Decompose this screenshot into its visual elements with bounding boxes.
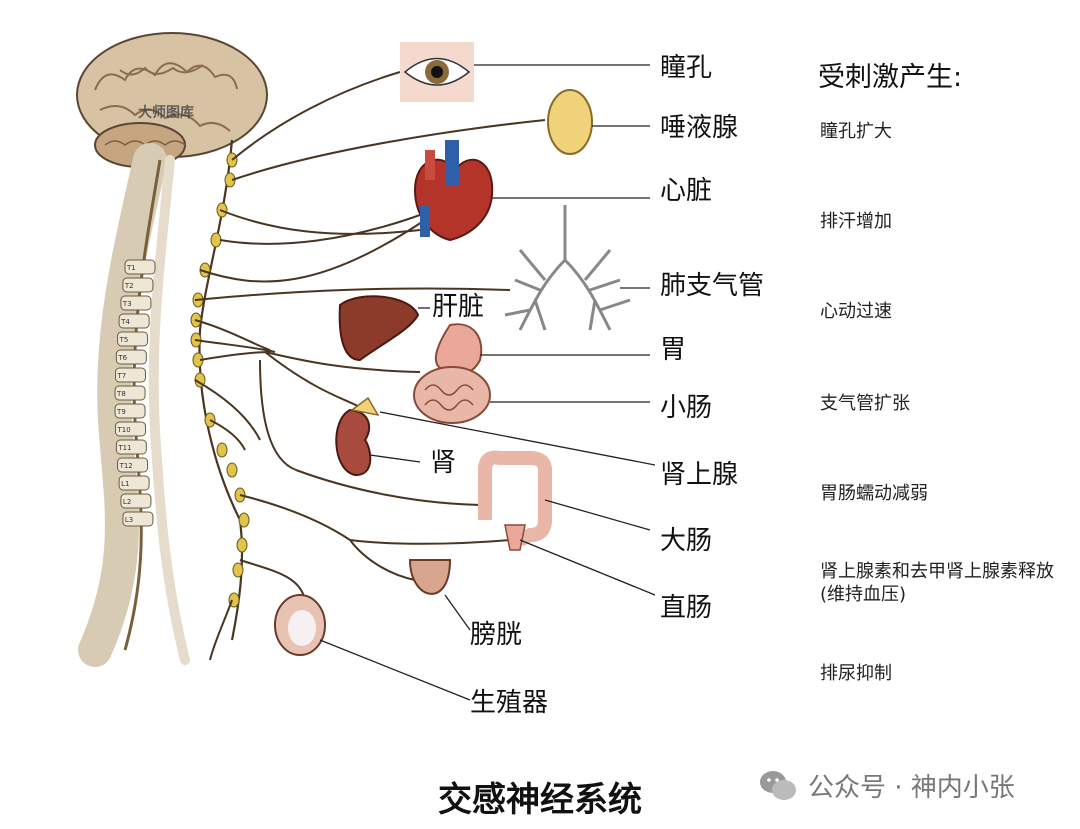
vertebra-label: T8 xyxy=(116,390,126,398)
eye-illustration xyxy=(400,42,474,102)
label-liver: 肝脏 xyxy=(432,292,485,322)
label-small-intestine: 小肠 xyxy=(660,393,713,423)
diagram-title: 交感神经系统 xyxy=(438,780,642,820)
liver-illustration xyxy=(338,295,420,362)
genitals-illustration xyxy=(274,594,326,656)
ganglion xyxy=(226,462,238,478)
ganglion xyxy=(238,512,250,528)
vertebra xyxy=(118,313,150,329)
label-heart: 心脏 xyxy=(660,176,713,206)
label-salivary-gland: 唾液腺 xyxy=(660,113,739,143)
label-bladder: 膀胱 xyxy=(470,620,523,650)
label-pupil: 瞳孔 xyxy=(660,53,713,83)
label-large-intestine: 大肠 xyxy=(660,526,713,556)
label-kidney: 肾 xyxy=(430,448,457,478)
vertebra xyxy=(117,457,149,473)
vertebra-label: L2 xyxy=(123,498,131,506)
wechat-icon xyxy=(760,770,796,800)
vertebra xyxy=(115,439,147,455)
label-genitals: 生殖器 xyxy=(470,688,549,718)
ganglion xyxy=(210,232,222,248)
effect-item: 排尿抑制 xyxy=(820,663,892,684)
vertebra xyxy=(114,403,146,419)
vertebra-label: T3 xyxy=(122,300,132,308)
vertebra xyxy=(117,331,149,347)
vertebra-label: T9 xyxy=(116,408,126,416)
label-bronchi: 肺支气管 xyxy=(660,271,765,301)
leader-lines xyxy=(319,64,656,701)
vertebra-label: T11 xyxy=(117,444,131,452)
brain-watermark: 大师图库 xyxy=(138,105,194,121)
vertebra-label: T6 xyxy=(117,354,127,362)
salivary-gland-illustration xyxy=(547,89,593,155)
effect-item: 胃肠蠕动减弱 xyxy=(820,483,928,504)
vertebra xyxy=(124,259,156,275)
vertebra xyxy=(122,277,154,293)
effects-header: 受刺激产生: xyxy=(818,62,963,93)
vertebra-label: T1 xyxy=(126,264,136,272)
effect-item: 排汗增加 xyxy=(820,211,892,232)
vertebra-label: T4 xyxy=(120,318,130,326)
effect-item: 瞳孔扩大 xyxy=(820,121,892,142)
nerve-fibers xyxy=(194,71,546,661)
large-intestine-illustration xyxy=(478,450,552,547)
ganglion xyxy=(216,442,228,458)
label-rectum: 直肠 xyxy=(660,593,713,623)
vertebra xyxy=(114,421,146,437)
bronchi-illustration xyxy=(504,205,631,331)
bladder-illustration xyxy=(408,559,452,595)
vertebra-label: T12 xyxy=(119,462,133,470)
vertebra-label: T7 xyxy=(116,372,126,380)
effect-item: 支气管扩张 xyxy=(820,393,910,414)
ganglion xyxy=(236,537,248,553)
watermark-text: 公众号 · 神内小张 xyxy=(808,773,1015,803)
vertebra-label: T2 xyxy=(124,282,134,290)
vertebra-label: T5 xyxy=(119,336,129,344)
kidney-illustration xyxy=(335,396,380,477)
watermark: 公众号 · 神内小张 xyxy=(758,767,1015,804)
ganglion xyxy=(232,562,244,578)
vertebra-label: T10 xyxy=(116,426,130,434)
sympathetic-chain xyxy=(190,139,250,641)
adrenal-gland-illustration xyxy=(350,396,380,417)
effect-item: 肾上腺素和去甲肾上腺素释放(维持血压) xyxy=(820,561,1054,606)
label-adrenal-gland: 肾上腺 xyxy=(660,460,739,490)
vertebra xyxy=(120,493,152,509)
vertebra xyxy=(120,295,152,311)
heart-illustration xyxy=(413,140,494,242)
small-intestine-illustration xyxy=(413,366,491,424)
label-stomach: 胃 xyxy=(660,335,687,365)
vertebra xyxy=(115,349,147,365)
vertebra xyxy=(122,511,154,527)
vertebra xyxy=(118,475,150,491)
rectum-illustration xyxy=(504,524,526,551)
vertebra-label: L3 xyxy=(125,516,133,524)
vertebra xyxy=(114,367,146,383)
vertebra-label: L1 xyxy=(121,480,129,488)
effect-item: 心动过速 xyxy=(820,301,892,322)
vertebra xyxy=(114,385,146,401)
brain-illustration xyxy=(76,32,268,168)
